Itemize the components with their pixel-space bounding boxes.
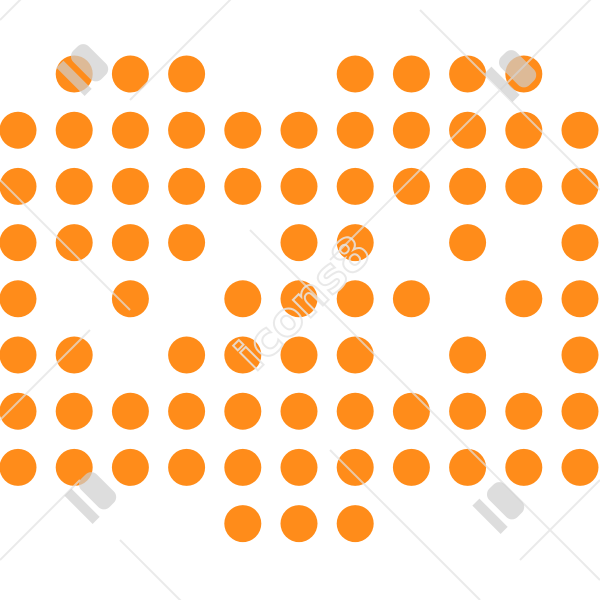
matrix-dot (392, 55, 430, 93)
matrix-dot (449, 224, 487, 262)
matrix-dot (561, 392, 599, 430)
matrix-dot (55, 336, 93, 374)
matrix-dot (392, 392, 430, 430)
matrix-dot (280, 224, 318, 262)
matrix-dot (505, 280, 543, 318)
matrix-dot (224, 336, 262, 374)
matrix-dot (0, 336, 37, 374)
matrix-dot (561, 280, 599, 318)
matrix-dot (392, 111, 430, 149)
matrix-dot (111, 448, 149, 486)
matrix-dot (168, 167, 206, 205)
matrix-dot (505, 55, 543, 93)
matrix-dot (0, 224, 37, 262)
matrix-dot (55, 392, 93, 430)
matrix-dot (561, 224, 599, 262)
matrix-dot (55, 167, 93, 205)
matrix-dot (111, 111, 149, 149)
matrix-dot (111, 55, 149, 93)
matrix-dot (280, 111, 318, 149)
matrix-dot (449, 448, 487, 486)
matrix-dot (0, 448, 37, 486)
matrix-dot (392, 280, 430, 318)
matrix-dot (336, 280, 374, 318)
matrix-dot (168, 448, 206, 486)
matrix-dot (280, 167, 318, 205)
matrix-dot (168, 336, 206, 374)
matrix-dot (55, 448, 93, 486)
matrix-dot (224, 392, 262, 430)
matrix-dot (168, 224, 206, 262)
matrix-dot (224, 505, 262, 543)
matrix-dot (280, 280, 318, 318)
matrix-dot (449, 392, 487, 430)
matrix-dot (561, 448, 599, 486)
matrix-dot (336, 505, 374, 543)
matrix-dot (168, 392, 206, 430)
matrix-dot (111, 280, 149, 318)
matrix-dot (505, 392, 543, 430)
matrix-dot (168, 55, 206, 93)
matrix-dot (0, 111, 37, 149)
matrix-dot (224, 280, 262, 318)
matrix-dot (336, 167, 374, 205)
matrix-dot (55, 224, 93, 262)
matrix-dot (224, 167, 262, 205)
matrix-dot (336, 448, 374, 486)
matrix-dot (561, 167, 599, 205)
matrix-dot (336, 55, 374, 93)
matrix-dot (336, 111, 374, 149)
matrix-dot (336, 392, 374, 430)
matrix-dot (561, 111, 599, 149)
matrix-dot (449, 167, 487, 205)
matrix-dot (505, 448, 543, 486)
matrix-dot (168, 111, 206, 149)
matrix-dot (55, 111, 93, 149)
matrix-dot (0, 167, 37, 205)
matrix-dot (392, 167, 430, 205)
matrix-dot (280, 505, 318, 543)
matrix-dot (336, 224, 374, 262)
matrix-dot (449, 111, 487, 149)
matrix-dot (111, 224, 149, 262)
matrix-dot (0, 280, 37, 318)
matrix-dot (561, 336, 599, 374)
matrix-dot (280, 336, 318, 374)
matrix-dot (224, 111, 262, 149)
matrix-dot (111, 392, 149, 430)
matrix-dot (505, 111, 543, 149)
matrix-dot (224, 448, 262, 486)
matrix-dot (280, 392, 318, 430)
matrix-dot (0, 392, 37, 430)
matrix-dot (392, 448, 430, 486)
matrix-dot (449, 55, 487, 93)
matrix-dot (336, 336, 374, 374)
matrix-dot (111, 167, 149, 205)
matrix-dot (280, 448, 318, 486)
matrix-dot (55, 55, 93, 93)
matrix-dot (505, 167, 543, 205)
matrix-dot (449, 336, 487, 374)
